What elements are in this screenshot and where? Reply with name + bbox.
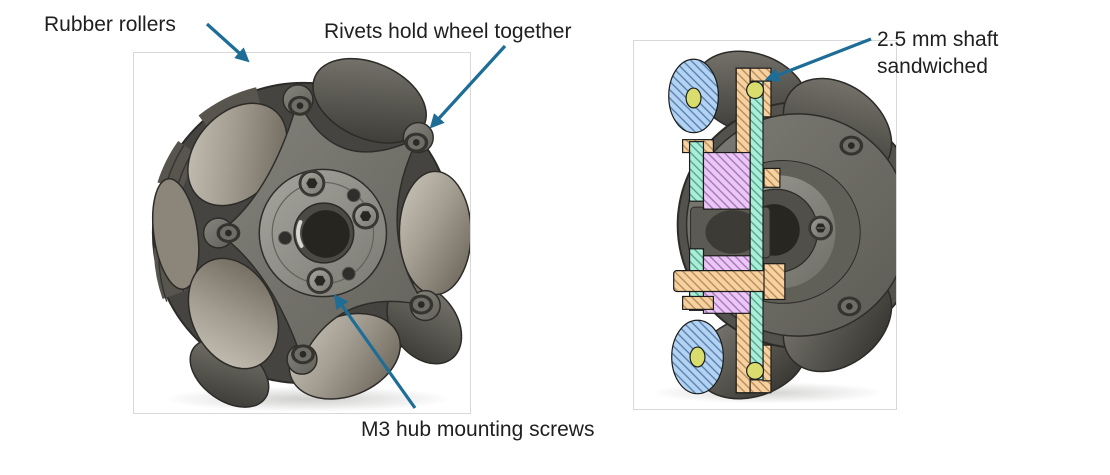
hub-set-screw bbox=[808, 215, 833, 241]
omni-wheel-section-svg bbox=[650, 50, 896, 404]
section-roller-bottom bbox=[671, 319, 724, 395]
hub-center-bore bbox=[293, 202, 355, 264]
annotation-shaft: 2.5 mm shaft sandwiched bbox=[877, 28, 999, 79]
section-plate-sandwich bbox=[735, 67, 772, 394]
shaft-section-top bbox=[746, 80, 765, 100]
wheel-section-view-figure bbox=[633, 40, 897, 410]
section-hub-upper bbox=[682, 139, 781, 210]
annotation-rubber-rollers: Rubber rollers bbox=[44, 13, 176, 36]
hub-small-holes bbox=[278, 188, 361, 281]
wheel-rivets bbox=[216, 95, 434, 365]
omni-wheel-front-svg bbox=[151, 57, 470, 412]
wheel-front-view-figure bbox=[133, 52, 471, 414]
wheel-front-rollers bbox=[152, 102, 470, 400]
m3-hex-screws bbox=[298, 169, 380, 295]
section-roller-top bbox=[668, 58, 719, 134]
wheel-hub bbox=[258, 168, 388, 298]
section-hatched-parts bbox=[668, 58, 786, 395]
section-3d-body bbox=[676, 50, 896, 400]
section-hub-lower bbox=[673, 248, 786, 314]
shaft-section-bottom bbox=[746, 361, 765, 380]
annotation-m3-screws: M3 hub mounting screws bbox=[361, 418, 595, 441]
annotation-rivets: Rivets hold wheel together bbox=[324, 20, 572, 43]
